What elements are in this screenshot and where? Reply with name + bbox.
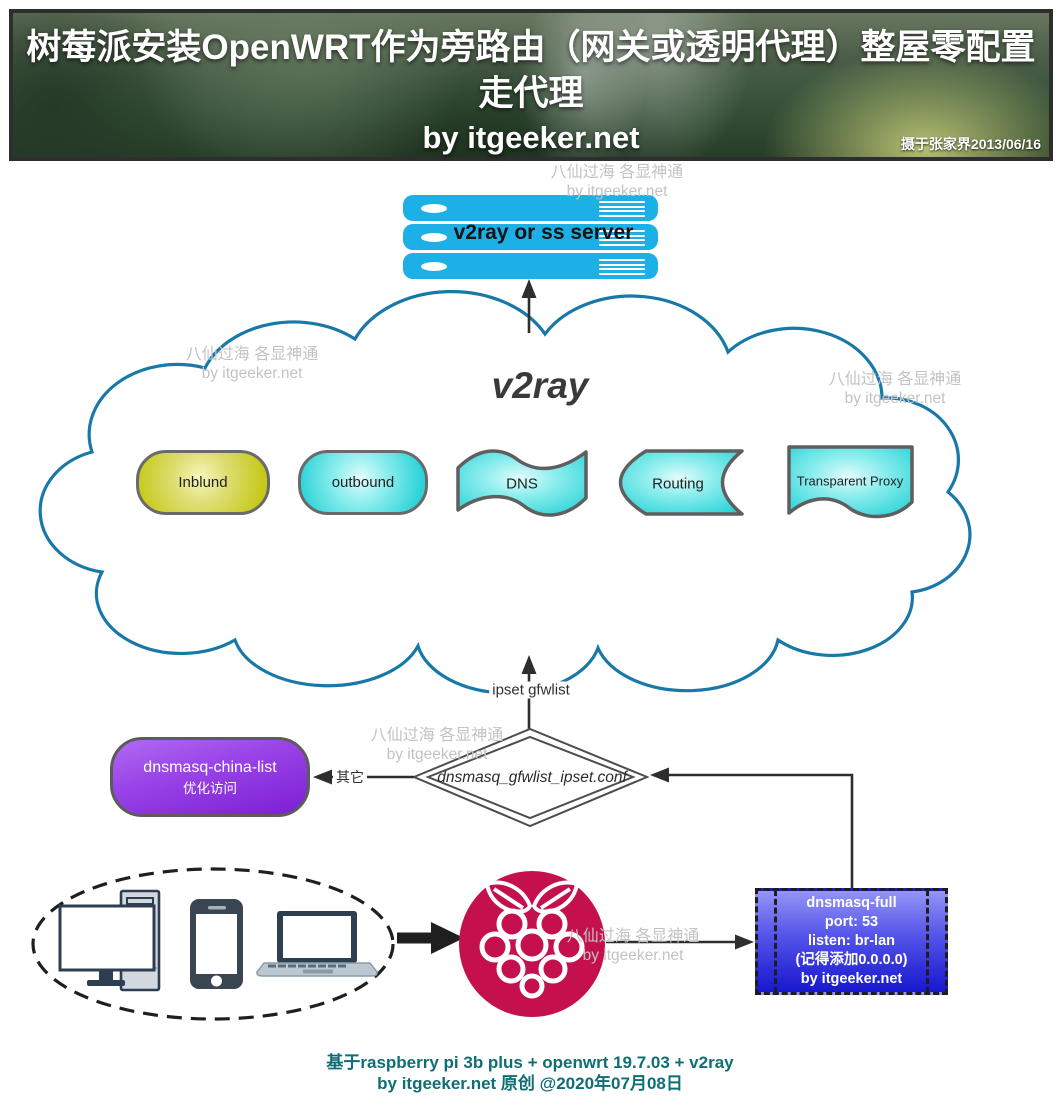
raspberry-pi-logo <box>459 871 605 1017</box>
smartphone-icon <box>190 899 243 989</box>
server-label: v2ray or ss server <box>453 221 634 244</box>
footer-line1: 基于raspberry pi 3b plus + openwrt 19.7.03… <box>326 1053 734 1072</box>
footer-credit: 基于raspberry pi 3b plus + openwrt 19.7.03… <box>0 1052 1060 1094</box>
server-bar <box>403 195 658 221</box>
china-list-line1: dnsmasq-china-list <box>143 758 277 776</box>
arrow-dnsmasqbox-to-decision <box>650 767 854 888</box>
decision-diamond <box>411 727 650 828</box>
dnsmasq-line-1: dnsmasq-full <box>806 895 897 911</box>
ipset-gfwlist-label: ipset gfwlist <box>489 681 573 699</box>
server-led <box>421 204 447 213</box>
server-vents-icon <box>599 230 645 248</box>
laptop-icon <box>256 911 378 977</box>
footer-line2: by itgeeker.net 原创 @2020年07月08日 <box>377 1074 683 1093</box>
box-rail <box>926 890 929 993</box>
node-dns-shape <box>456 449 588 517</box>
arrow-decision-to-cloud <box>521 655 537 731</box>
server-bar <box>403 224 658 250</box>
china-list-line2: 优化访问 <box>183 780 237 796</box>
server-led <box>421 262 447 271</box>
page-title-line1: 树莓派安装OpenWRT作为旁路由（网关或透明代理）整屋零配置走代理 <box>26 28 1036 113</box>
node-inbound: Inblund <box>136 450 270 515</box>
node-routing-label: Routing <box>652 475 704 493</box>
box-rail <box>774 890 777 993</box>
decision-label: dnsmasq_gfwlist_ipset.conf <box>437 769 627 786</box>
watermark: 八仙过海 各显神通 by itgeeker.net <box>550 164 684 200</box>
node-outbound: outbound <box>298 450 428 515</box>
photo-caption: 摄于张家界2013/06/16 <box>900 136 1041 152</box>
cloud-title: v2ray <box>491 365 589 406</box>
node-transparent-proxy-shape <box>787 445 914 519</box>
dnsmasq-line-3: listen: br-lan <box>807 933 895 949</box>
node-transparent-proxy-label: Transparent Proxy <box>796 473 904 489</box>
node-inbound-label: Inblund <box>178 474 228 491</box>
node-dns-label: DNS <box>506 475 538 493</box>
desktop-icon <box>58 889 161 992</box>
dnsmasq-china-list-box: dnsmasq-china-list 优化访问 <box>110 737 310 817</box>
dnsmasq-line-5: by itgeeker.net <box>800 971 903 987</box>
watermark: 八仙过海 各显神通 by itgeeker.net <box>828 371 962 407</box>
server-vents-icon <box>599 259 645 277</box>
page-title: 树莓派安装OpenWRT作为旁路由（网关或透明代理）整屋零配置走代理 by it… <box>13 25 1049 159</box>
server-stack-icon: v2ray or ss server <box>403 195 658 282</box>
server-led <box>421 233 447 242</box>
server-bar <box>403 253 658 279</box>
watermark: 八仙过海 各显神通 by itgeeker.net <box>566 928 700 964</box>
page-title-line2: by itgeeker.net <box>422 120 640 155</box>
watermark: 八仙过海 各显神通 by itgeeker.net <box>185 346 319 382</box>
dnsmasq-full-box: dnsmasq-full port: 53 listen: br-lan (记得… <box>755 888 948 995</box>
dnsmasq-line-4: (记得添加0.0.0.0) <box>795 952 908 968</box>
arrow-rpi-to-dnsmasqbox <box>606 934 754 950</box>
arrow-devices-to-rpi <box>397 922 464 954</box>
dnsmasq-line-2: port: 53 <box>824 914 879 930</box>
title-banner: 树莓派安装OpenWRT作为旁路由（网关或透明代理）整屋零配置走代理 by it… <box>9 9 1053 161</box>
lan-devices-group <box>31 867 395 1021</box>
node-routing-shape <box>618 449 744 516</box>
server-vents-icon <box>599 201 645 219</box>
watermark: 八仙过海 各显神通 by itgeeker.net <box>370 727 504 763</box>
other-branch-label: 其它 <box>333 767 367 787</box>
node-outbound-label: outbound <box>331 474 395 491</box>
arrow-cloud-to-server <box>521 279 537 333</box>
